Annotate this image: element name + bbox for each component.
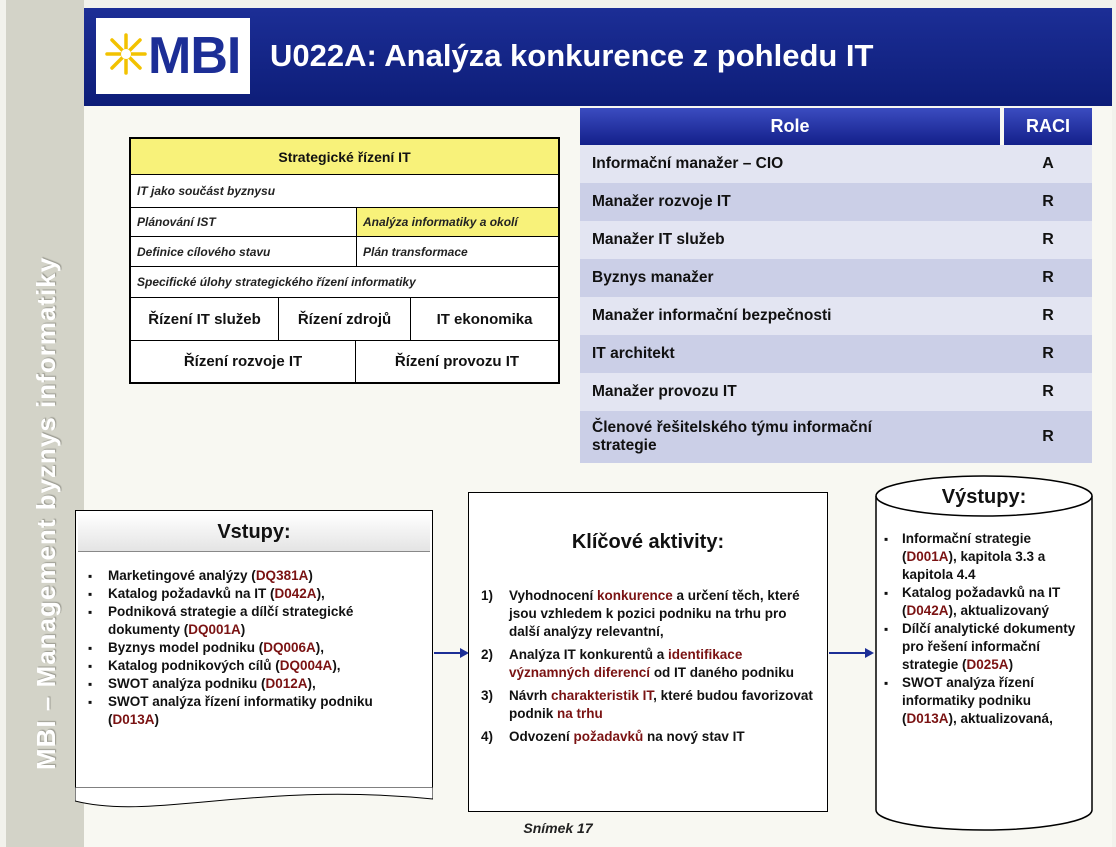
header-bar <box>84 8 1112 106</box>
role-cell: Manažer IT služeb <box>580 221 1000 259</box>
role-cell: Byznys manažer <box>580 259 1000 297</box>
list-item: 2)Analýza IT konkurentů a identifikace v… <box>481 647 795 680</box>
strategic-table-title: Strategické řízení IT <box>278 148 411 165</box>
sun-star-icon <box>105 33 147 75</box>
raci-cell: R <box>1004 297 1092 335</box>
role-cell: Manažer provozu IT <box>580 373 1000 411</box>
strategic-table: Strategické řízení IT IT jako součást by… <box>129 137 560 384</box>
list-item: 4)Odvození požadavků na nový stav IT <box>481 729 745 744</box>
table-row: Informační manažer – CIO A <box>580 145 1092 183</box>
strategic-row-3: Definice cílového stavu Plán transformac… <box>131 237 558 267</box>
raci-cell: R <box>1004 183 1092 221</box>
raci-cell: R <box>1004 335 1092 373</box>
strategic-row-1: IT jako součást byznysu <box>131 175 558 208</box>
strategic-cell: IT ekonomika <box>436 310 533 328</box>
strategic-cell-highlight: Analýza informatiky a okolí <box>357 208 558 236</box>
raci-cell: R <box>1004 221 1092 259</box>
table-row: IT architekt R <box>580 335 1092 373</box>
strategic-row-6: Řízení rozvoje IT Řízení provozu IT <box>131 341 558 382</box>
list-item: Katalog podnikových cílů (DQ004A), <box>84 657 424 675</box>
list-item: Byznys model podniku (DQ006A), <box>84 639 424 657</box>
table-row: Členové řešitelského týmu informační str… <box>580 411 1092 463</box>
raci-cell: R <box>1004 411 1092 463</box>
arrow-right-icon <box>829 648 874 658</box>
strategic-cell: Plán transformace <box>363 244 468 259</box>
list-item: Katalog požadavků na IT (D042A), aktuali… <box>880 584 1085 620</box>
strategic-row-2: Plánování IST Analýza informatiky a okol… <box>131 208 558 237</box>
role-column-header: Role <box>580 108 1000 145</box>
raci-column-header: RACI <box>1004 108 1092 145</box>
inputs-box: Vstupy: Marketingové analýzy (DQ381A) Ka… <box>75 510 433 790</box>
strategic-table-title-row: Strategické řízení IT <box>131 139 558 175</box>
strategic-cell: IT jako součást byznysu <box>137 184 276 198</box>
table-row: Byznys manažer R <box>580 259 1092 297</box>
strategic-row-4: Specifické úlohy strategického řízení in… <box>131 267 558 298</box>
role-cell: Manažer informační bezpečnosti <box>580 297 1000 335</box>
slide-number: Snímek 17 <box>523 820 593 836</box>
list-item: SWOT analýza řízení informatiky podniku … <box>84 693 424 729</box>
outputs-title: Výstupy: <box>941 486 1027 508</box>
table-row: Manažer IT služeb R <box>580 221 1092 259</box>
list-item: Informační strategie (D001A), kapitola 3… <box>880 530 1085 584</box>
strategic-cell: Definice cílového stavu <box>131 237 357 266</box>
key-activities-box: Klíčové aktivity: 1)Vyhodnocení konkuren… <box>468 492 828 812</box>
strategic-cell: Řízení IT služeb <box>131 298 279 340</box>
logo-text: MBI <box>148 27 241 85</box>
table-row: Manažer rozvoje IT R <box>580 183 1092 221</box>
list-item: Marketingové analýzy (DQ381A) <box>84 567 424 585</box>
list-item: 3)Návrh charakteristik IT, které budou f… <box>481 688 813 721</box>
table-row: Manažer provozu IT R <box>580 373 1092 411</box>
raci-cell: R <box>1004 373 1092 411</box>
inputs-wave-edge <box>75 787 433 808</box>
role-cell: Informační manažer – CIO <box>580 145 1000 183</box>
role-cell: Manažer rozvoje IT <box>580 183 1000 221</box>
logo: MBI <box>96 18 250 94</box>
side-band <box>6 0 84 847</box>
slide-title: U022A: Analýza konkurence z pohledu IT <box>270 38 874 73</box>
strategic-cell: Řízení provozu IT <box>394 353 520 370</box>
role-cell: IT architekt <box>580 335 1000 373</box>
strategic-row-5: Řízení IT služeb Řízení zdrojů IT ekonom… <box>131 298 558 341</box>
list-item: Podniková strategie a dílčí strategické … <box>84 603 424 639</box>
inputs-title: Vstupy: <box>78 513 430 552</box>
inputs-list: Marketingové analýzy (DQ381A) Katalog po… <box>84 567 424 729</box>
list-item: Dílčí analytické dokumenty pro řešení in… <box>880 620 1085 674</box>
role-table: Role RACI Informační manažer – CIO A Man… <box>580 108 1092 463</box>
list-item: SWOT analýza řízení informatiky podniku … <box>880 674 1085 728</box>
list-item: Katalog požadavků na IT (D042A), <box>84 585 424 603</box>
outputs-list: Informační strategie (D001A), kapitola 3… <box>880 530 1085 728</box>
role-table-header: Role RACI <box>580 108 1092 145</box>
strategic-cell: Specifické úlohy strategického řízení in… <box>137 275 416 289</box>
table-row: Manažer informační bezpečnosti R <box>580 297 1092 335</box>
role-cell: Členové řešitelského týmu informační str… <box>580 411 1000 463</box>
key-activities-title: Klíčové aktivity: <box>571 531 725 553</box>
strategic-cell: Plánování IST <box>131 208 357 236</box>
arrow-right-icon <box>434 648 469 658</box>
list-item: 1)Vyhodnocení konkurence a určení těch, … <box>481 588 800 639</box>
strategic-cell: Řízení zdrojů <box>279 298 411 340</box>
key-activities-list: 1)Vyhodnocení konkurence a určení těch, … <box>481 587 817 751</box>
raci-cell: A <box>1004 145 1092 183</box>
list-item: SWOT analýza podniku (D012A), <box>84 675 424 693</box>
strategic-cell: Řízení rozvoje IT <box>131 341 356 382</box>
vertical-label: MBI – Management byznys informatiky <box>31 256 61 770</box>
raci-cell: R <box>1004 259 1092 297</box>
